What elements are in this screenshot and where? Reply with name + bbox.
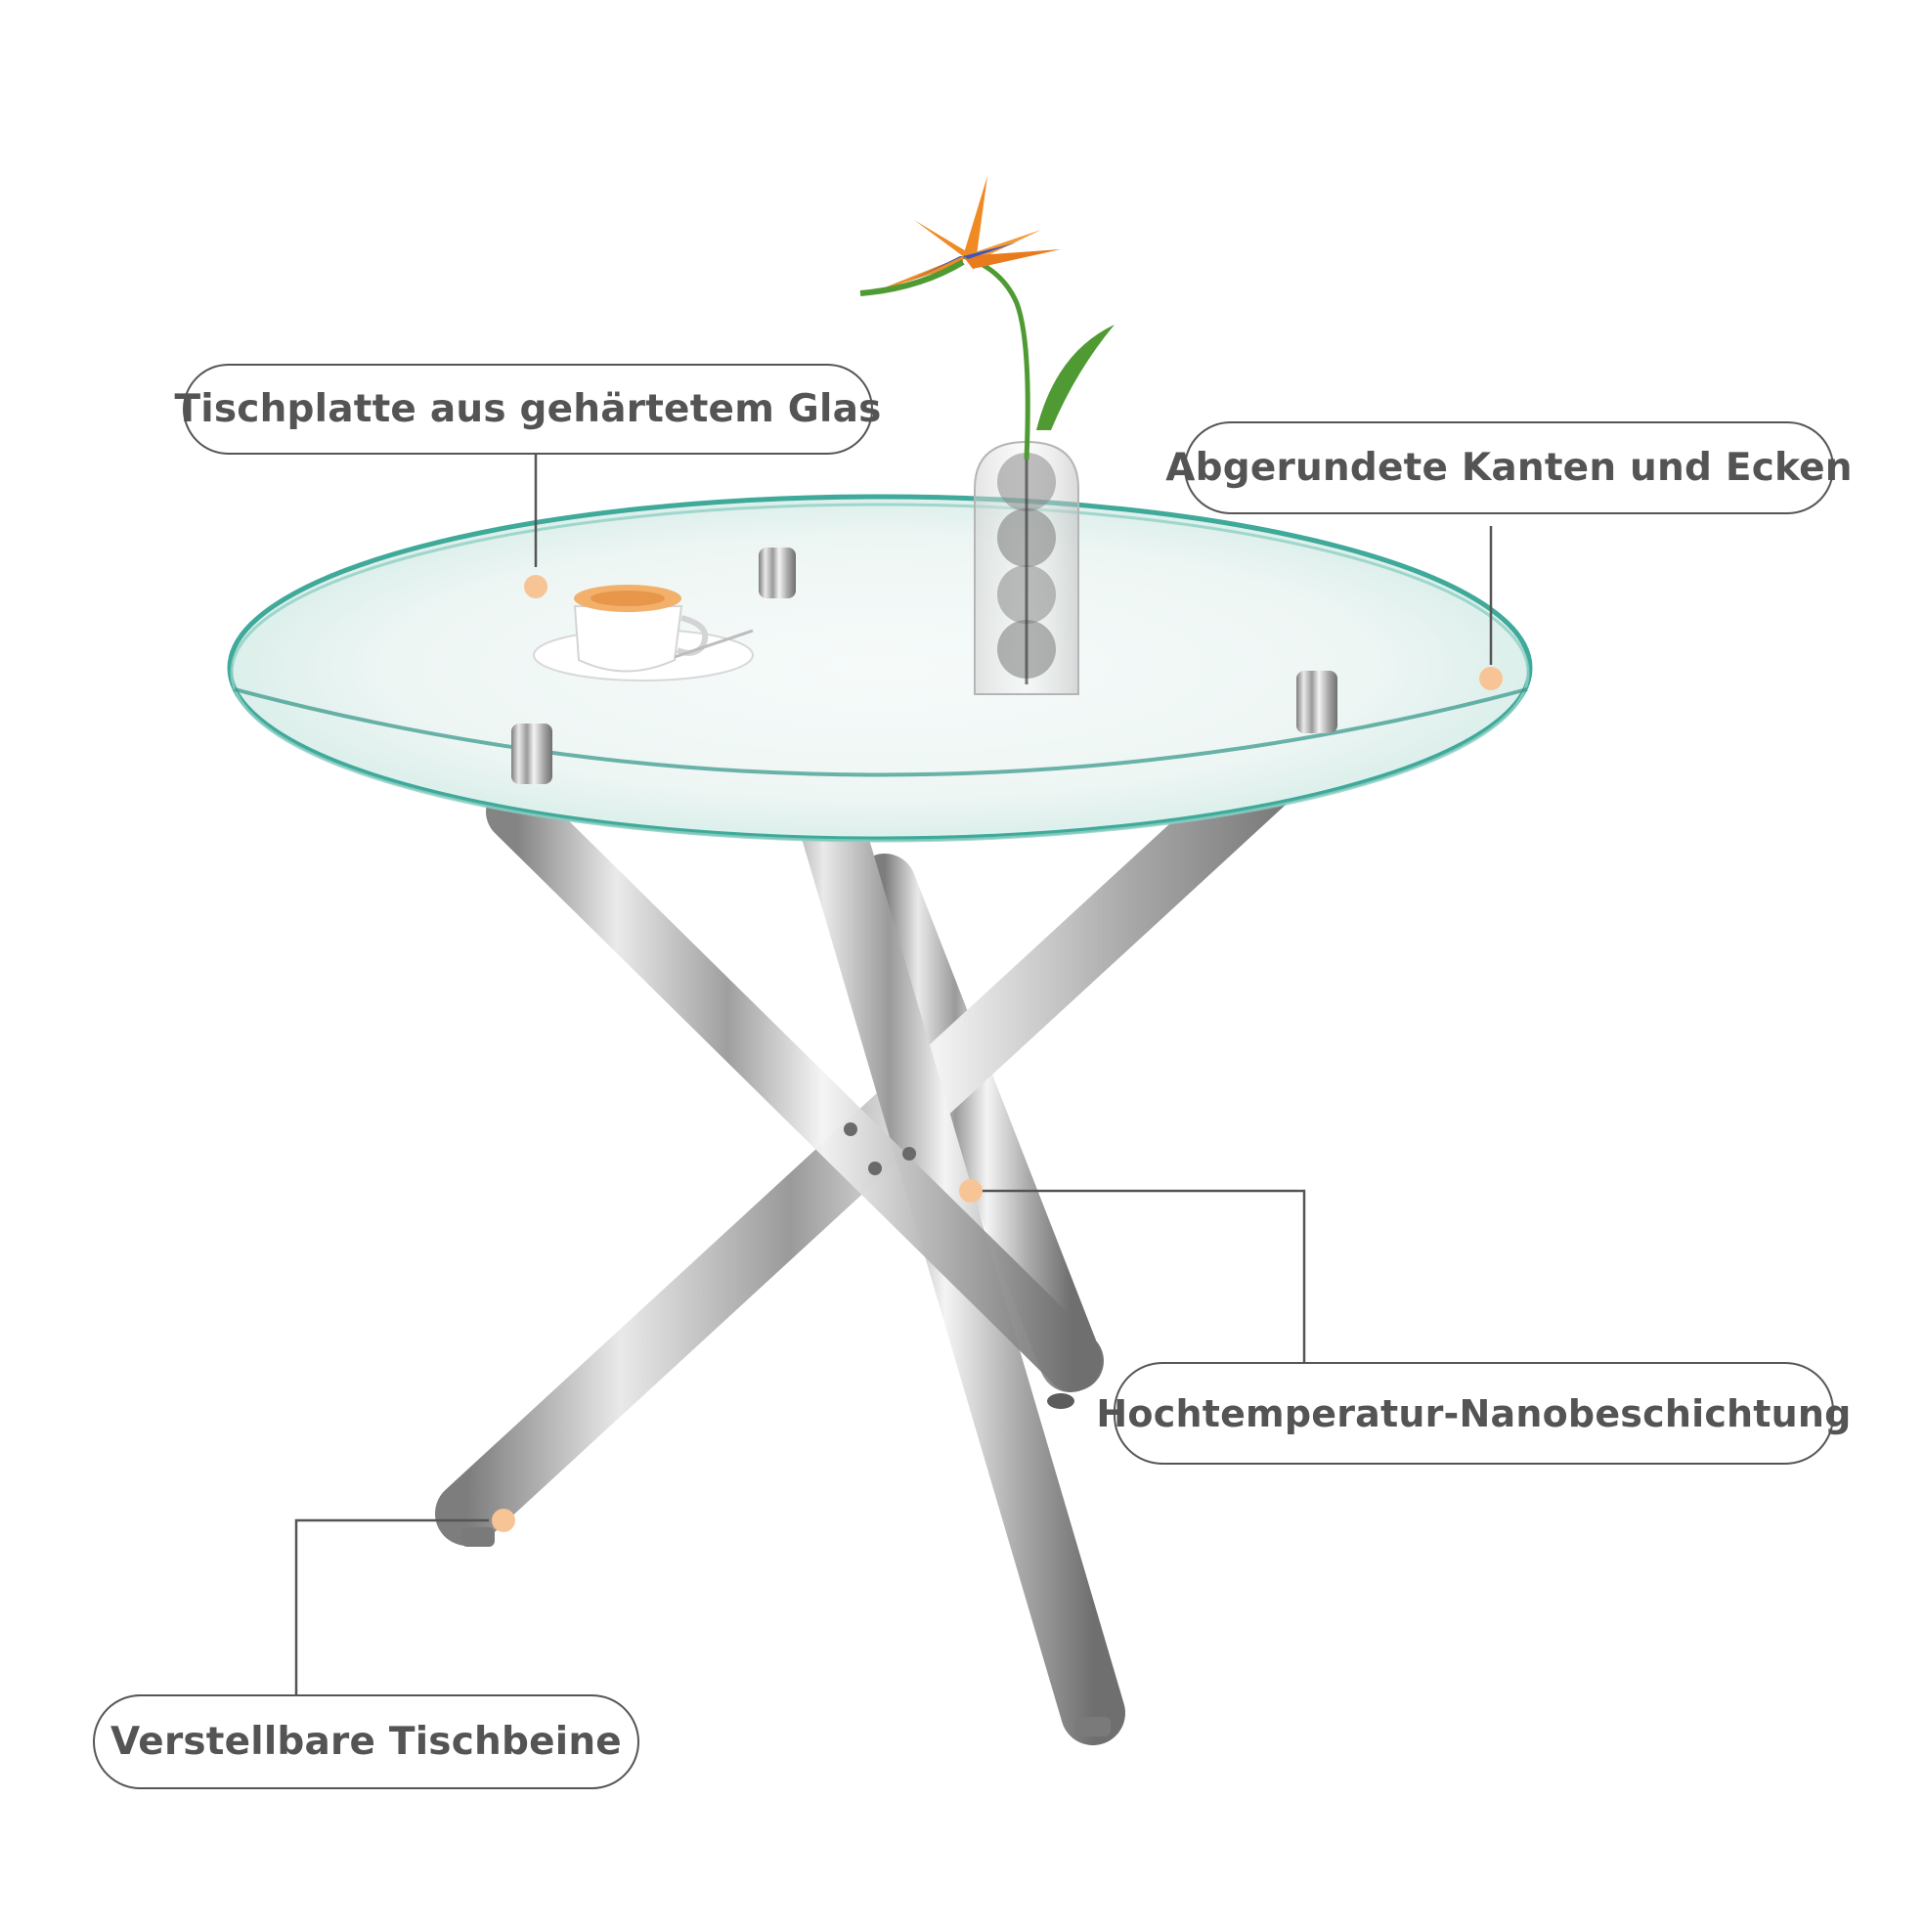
callout-glass-top: Tischplatte aus gehärtetem Glas [174, 364, 881, 455]
leg-caps [511, 548, 1337, 784]
callout-coating: Hochtemperatur-Nanobeschichtung [1096, 1362, 1851, 1465]
callout-adjustable-legs-text: Verstellbare Tischbeine [110, 1720, 622, 1764]
callout-adjustable-legs: Verstellbare Tischbeine [93, 1694, 639, 1789]
glass-tabletop [227, 494, 1533, 843]
callout-glass-top-text: Tischplatte aus gehärtetem Glas [174, 387, 882, 431]
table-leg-back [853, 854, 1102, 1409]
marker-dot-legs [492, 1509, 515, 1532]
marker-dots [492, 575, 1503, 1532]
bird-of-paradise-flower [859, 176, 1115, 461]
table-leg-front [486, 781, 1104, 1391]
marker-dot-coating [959, 1179, 983, 1203]
marker-dot-edges [1479, 667, 1503, 690]
callout-rounded-edges-text: Abgerundete Kanten und Ecken [1165, 446, 1853, 490]
coffee-cup [533, 585, 754, 681]
marker-dot-glass [524, 575, 547, 598]
callout-coating-text: Hochtemperatur-Nanobeschichtung [1096, 1391, 1852, 1435]
glass-vase [974, 440, 1079, 695]
leg-joint [844, 1122, 916, 1175]
callout-rounded-edges: Abgerundete Kanten und Ecken [1165, 421, 1853, 514]
callout-connectors [294, 455, 1493, 1694]
